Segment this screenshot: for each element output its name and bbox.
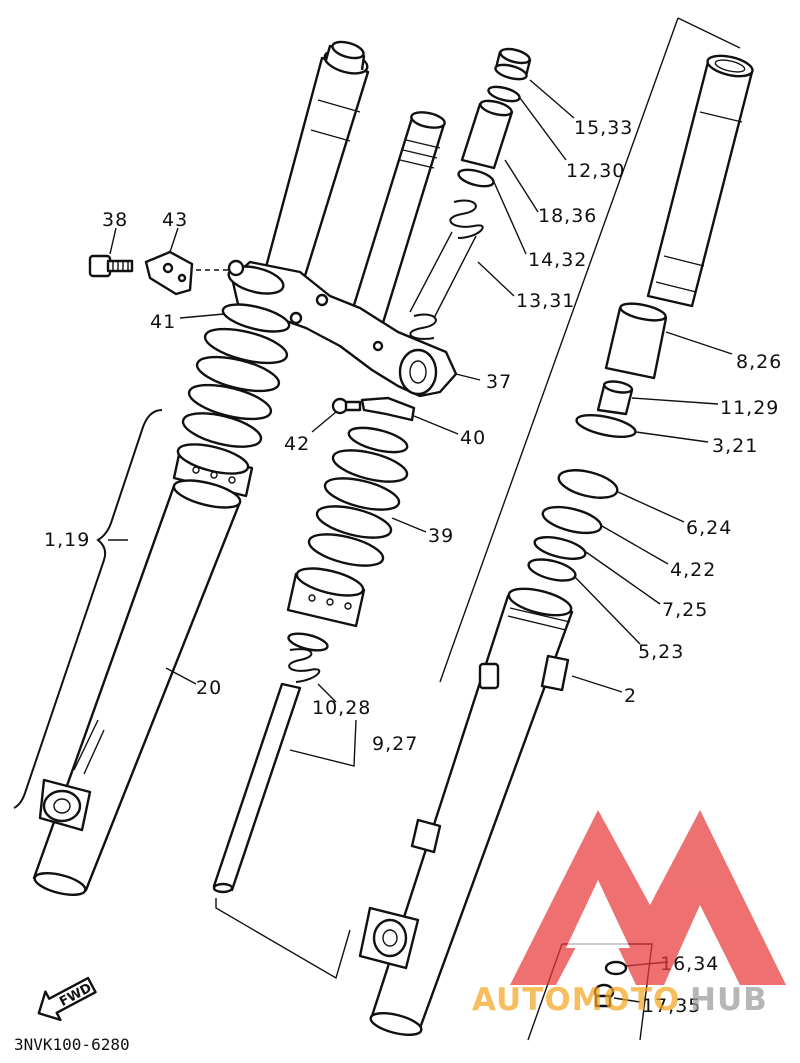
bolt-38 (88, 254, 134, 278)
callout-7-25: 7,25 (662, 599, 708, 621)
callout-41: 41 (150, 311, 176, 333)
callout-4-22: 4,22 (670, 559, 716, 581)
screw-42 (331, 397, 362, 415)
right-outer-tube (358, 587, 574, 1036)
o-ring-12 (487, 85, 521, 103)
ring-11 (596, 380, 634, 416)
right-fork-boot (286, 426, 409, 628)
clip-3 (575, 414, 637, 438)
callout-43: 43 (162, 209, 188, 231)
callout-39: 39 (428, 525, 454, 547)
washer-7 (533, 536, 587, 560)
callout-3-21: 3,21 (712, 435, 758, 457)
spacer-18 (460, 99, 514, 170)
callout-37: 37 (486, 371, 512, 393)
callout-17-35: 17,35 (642, 995, 701, 1017)
cap-bolt-15 (494, 47, 532, 81)
callout-1-19: 1,19 (44, 529, 90, 551)
callout-13-31: 13,31 (516, 290, 575, 312)
diagram-code: 3NVK100-6280 (14, 1035, 130, 1054)
watermark-word-hub: HUB (690, 982, 768, 1018)
callout-10-28: 10,28 (312, 697, 371, 719)
steering-stem (348, 111, 446, 328)
screw-17 (593, 983, 615, 1008)
bracket-1-19 (13, 409, 163, 809)
washer-14 (457, 168, 495, 188)
right-cylinder-8 (604, 302, 668, 380)
right-inner-tube (646, 54, 754, 308)
callout-11-29: 11,29 (720, 397, 779, 419)
callout-8-26: 8,26 (736, 351, 782, 373)
callout-9-27: 9,27 (372, 733, 418, 755)
fork-spring-13 (409, 199, 484, 340)
callout-42: 42 (284, 433, 310, 455)
callout-20: 20 (196, 677, 222, 699)
seal-6 (557, 469, 619, 499)
bushing-5 (527, 558, 577, 582)
callout-18-36: 18,36 (538, 205, 597, 227)
callout-labels: 15,33 12,30 18,36 14,32 13,31 38 43 41 3… (44, 117, 782, 1017)
callout-2: 2 (624, 685, 637, 707)
watermark-inner-triangle-icon (566, 880, 630, 948)
callout-15-33: 15,33 (574, 117, 633, 139)
watermark-triangle-icon (510, 810, 786, 985)
callout-12-30: 12,30 (566, 160, 625, 182)
watermark-word-automoto: AUTOMOTO (472, 982, 680, 1018)
callout-14-32: 14,32 (528, 249, 587, 271)
clamp-40 (360, 396, 416, 422)
callout-5-23: 5,23 (638, 641, 684, 663)
left-fork-boot (172, 303, 291, 498)
leader-lines (109, 79, 733, 1003)
under-bracket (227, 259, 458, 398)
cable-guide-43 (144, 250, 194, 296)
callout-6-24: 6,24 (686, 517, 732, 539)
left-outer-tube (32, 479, 242, 896)
fwd-arrow-icon: FWD (37, 976, 97, 1022)
left-inner-tube (260, 40, 370, 294)
callout-40: 40 (460, 427, 486, 449)
callout-38: 38 (102, 209, 128, 231)
washer-4 (541, 505, 603, 535)
automotohub-watermark: AUTOMOTO HUB (472, 810, 786, 1018)
damper-rod-spring-10 (287, 632, 329, 683)
damper-rod-9 (212, 682, 302, 894)
